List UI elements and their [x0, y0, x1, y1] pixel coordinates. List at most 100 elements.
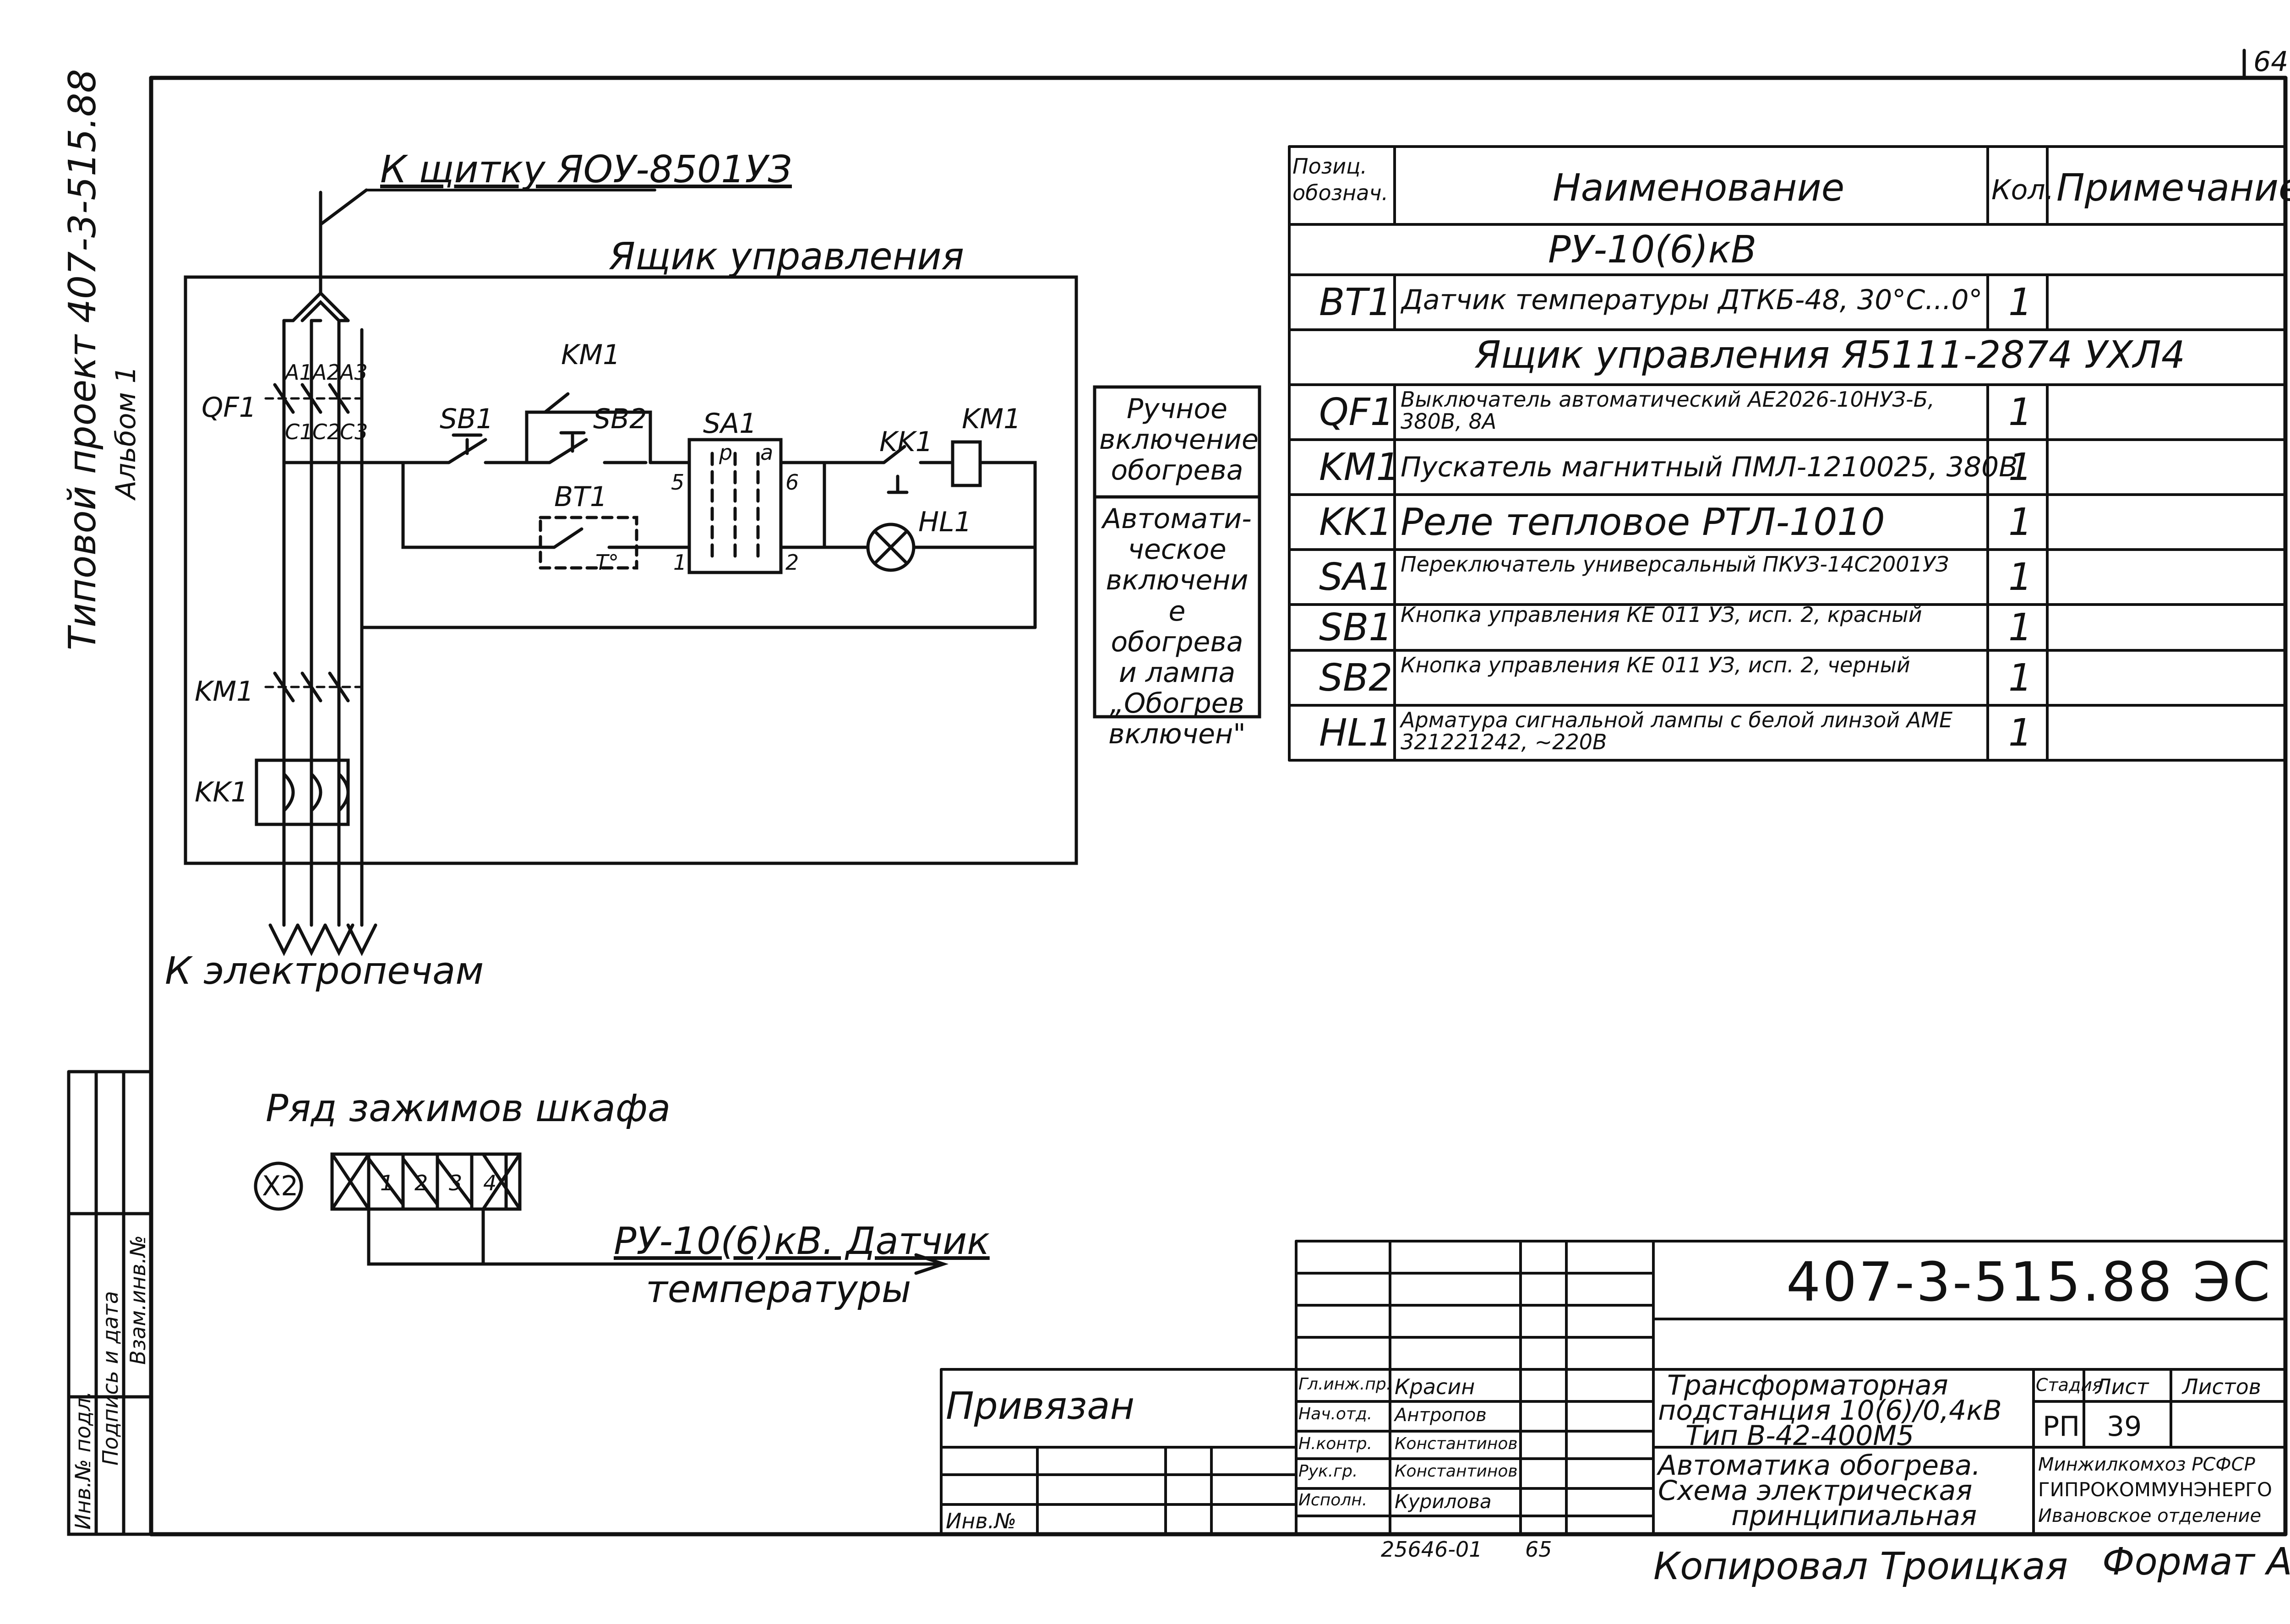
terminal-cell-1: 1 [380, 1171, 394, 1195]
format-label: Формат А3 [2102, 1540, 2290, 1584]
terminal-c1: C1 [285, 420, 313, 444]
copied-by: Копировал Троицкая [1653, 1545, 2068, 1588]
spec-row-km1-qty: 1 [2008, 446, 2033, 489]
spec-row-hl1-qty: 1 [2008, 711, 2033, 755]
sheets-header: Листов [2182, 1374, 2261, 1399]
kk1-contact-label: KK1 [879, 426, 933, 458]
spec-row-qf1-name: Выключатель автоматический АЕ2026-10НУЗ-… [1401, 387, 1935, 434]
spec-row-hl1-name: Арматура сигнальной лампы с белой линзой… [1401, 708, 1953, 755]
project-title-1: Трансформаторная [1667, 1369, 1948, 1401]
km1-contact-label: KM1 [561, 339, 621, 371]
spec-row-sa1-qty: 1 [2008, 556, 2033, 599]
node-5: 5 [671, 470, 685, 495]
control-circuit [282, 392, 1037, 629]
spec-section-box: Ящик управления Я5111-2874 УХЛ4 [1475, 333, 2185, 377]
node-2: 2 [785, 550, 799, 575]
title-block-grid [940, 1240, 2287, 1536]
kk1-main-label: KK1 [195, 776, 248, 808]
sig-role-5: Исполн. [1298, 1491, 1368, 1510]
hl1-label: HL1 [918, 506, 972, 538]
spec-header-pos: Позиц. обознач. [1292, 154, 1389, 205]
side-column-signature: Подпись и дата [98, 1291, 123, 1466]
spec-header-qty: Кол. [1991, 174, 2054, 206]
sig-role-1: Гл.инж.пр. [1298, 1375, 1392, 1394]
spec-row-qf1-qty: 1 [2008, 391, 2033, 434]
spec-row-bt1-qty: 1 [2008, 281, 2033, 324]
sig-role-2: Нач.отд. [1298, 1405, 1373, 1423]
sheet-title-2: Схема электрическая [1658, 1475, 1973, 1507]
bt1-label: BT1 [554, 481, 607, 513]
auto-mode-label: Автомати-ческое включение обогрева и лам… [1102, 503, 1252, 751]
spec-row-bt1-pos: BT1 [1319, 281, 1392, 324]
sheet-value: 39 [2107, 1411, 2142, 1443]
top-feed-label: К щитку ЯОУ-8501УЗ [380, 148, 792, 191]
spec-row-bt1-name: Датчик температуры ДТКБ-48, 30°С...0° [1401, 284, 1983, 316]
node-1: 1 [673, 550, 687, 575]
spec-row-sb2-name: Кнопка управления КЕ 011 УЗ, исп. 2, чер… [1401, 653, 1910, 677]
sig-name-3: Константинов [1395, 1434, 1518, 1453]
sheet-title-3: принципиальная [1731, 1500, 1977, 1532]
sheet-header: Лист [2095, 1374, 2149, 1399]
terminal-c2: C2 [312, 420, 341, 444]
side-column-replacement: Взам.инв.№ [125, 1235, 150, 1365]
terminal-c3: C3 [340, 420, 368, 444]
inv-no-label: Инв.№ [946, 1509, 1017, 1533]
terminal-strip-ref: X2 [262, 1170, 299, 1202]
sig-name-5: Курилова [1395, 1490, 1492, 1513]
control-box-outline [184, 275, 1078, 865]
sa1-label: SA1 [703, 408, 757, 440]
org-line-3: Ивановское отделение [2038, 1505, 2262, 1526]
manual-mode-label: Ручное включение обогрева [1099, 393, 1259, 487]
sb2-label: SB2 [593, 403, 647, 435]
spec-row-kk1-qty: 1 [2008, 501, 2033, 544]
sheet-number: 64 [2253, 46, 2289, 78]
km1-coil-label: KM1 [962, 403, 1021, 435]
spec-row-sb1-qty: 1 [2008, 606, 2033, 649]
spec-section-ru: РУ-10(6)кВ [1548, 228, 1757, 272]
node-p: р [719, 440, 733, 465]
node-6: 6 [785, 470, 799, 495]
sb1-label: SB1 [440, 403, 494, 435]
bottom-code: 25646-01 [1381, 1537, 1483, 1562]
bt1-temp-symbol: T° [595, 550, 619, 575]
spec-table-grid [1288, 145, 2287, 762]
spec-row-km1-name: Пускатель магнитный ПМЛ-1210025, 380В [1401, 451, 2018, 483]
terminal-strip-title: Ряд зажимов шкафа [266, 1087, 671, 1130]
spec-row-hl1-pos: HL1 [1319, 711, 1392, 755]
mode-label-boxes [1093, 385, 1261, 719]
spec-header-name: Наименование [1553, 166, 1845, 210]
org-line-1: Минжилкомхоз РСФСР [2038, 1454, 2255, 1475]
project-title-3: Тип В-42-400М5 [1685, 1420, 1914, 1452]
spec-row-sa1-name: Переключатель универсальный ПКУЗ-14С2001… [1401, 552, 1949, 577]
side-stamp-album: Альбом 1 [110, 366, 142, 499]
document-code: 407-3-515.88 ЭС [1786, 1250, 2272, 1313]
terminal-a1: A1 [285, 360, 313, 385]
sig-name-4: Константинов [1395, 1462, 1518, 1481]
org-line-2: ГИПРОКОММУНЭНЕРГО [2038, 1478, 2272, 1501]
spec-row-sa1-pos: SA1 [1319, 556, 1393, 599]
sheet-title-1: Автоматика обогрева. [1658, 1450, 1981, 1482]
qf1-label: QF1 [202, 392, 256, 424]
bottom-page: 65 [1525, 1537, 1552, 1562]
stage-value: РП [2043, 1411, 2080, 1443]
terminal-a3: A3 [340, 360, 368, 385]
privyazan-label: Привязан [946, 1384, 1135, 1428]
spec-row-qf1-pos: QF1 [1319, 391, 1394, 434]
project-title-2: подстанция 10(6)/0,4кВ [1658, 1395, 2002, 1427]
side-column-inv: Инв.№ подл. [71, 1391, 95, 1530]
spec-row-km1-pos: KM1 [1319, 446, 1400, 489]
spec-row-sb1-pos: SB1 [1319, 606, 1393, 649]
km1-main-label: KM1 [195, 676, 254, 708]
sig-role-4: Рук.гр. [1298, 1462, 1358, 1481]
control-box-title: Ящик управления [609, 235, 964, 278]
terminal-cell-3: 3 [449, 1171, 463, 1195]
sheet-frame [149, 49, 2288, 1537]
stage-header: Стадия [2036, 1375, 2103, 1395]
spec-row-kk1-pos: KK1 [1319, 501, 1392, 544]
spec-row-sb2-pos: SB2 [1319, 656, 1393, 700]
feeder [291, 188, 656, 322]
sig-name-2: Антропов [1395, 1405, 1487, 1426]
terminal-cell-4: 4 [483, 1171, 497, 1195]
